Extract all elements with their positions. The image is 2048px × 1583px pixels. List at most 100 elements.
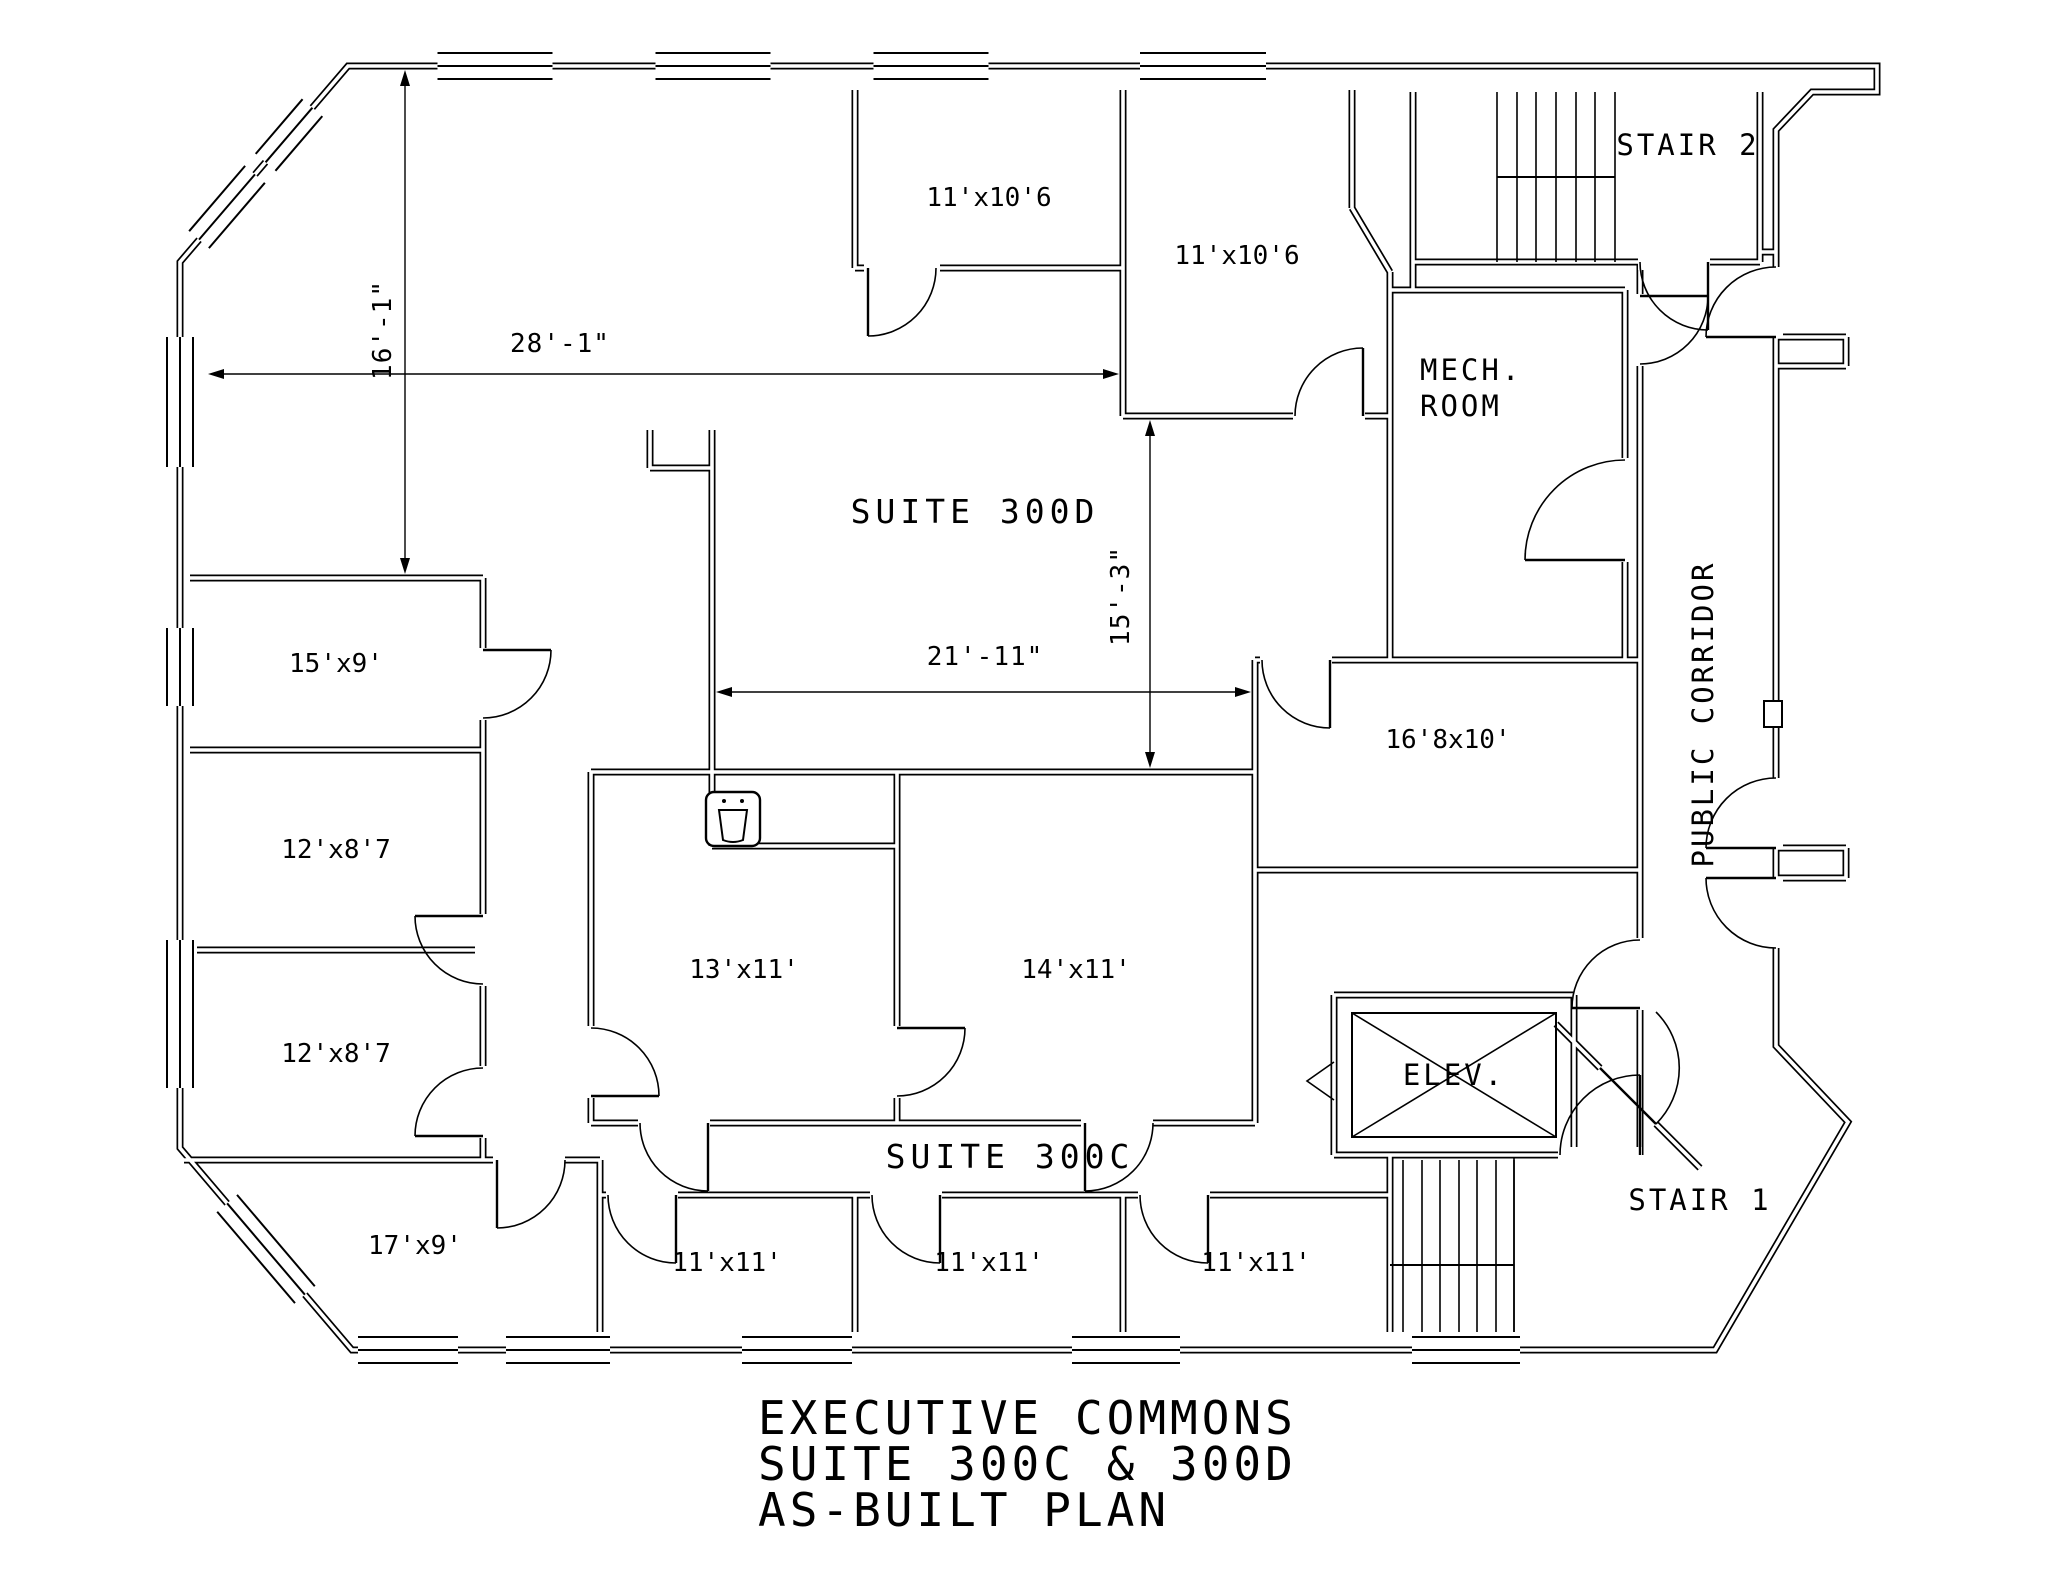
door-opening bbox=[1638, 254, 1710, 270]
window-symbol bbox=[1140, 49, 1266, 83]
door-swing-arc bbox=[1084, 1122, 1154, 1192]
door-opening bbox=[475, 1066, 491, 1138]
sink-rim bbox=[704, 790, 762, 848]
door-swing-arc bbox=[1655, 1011, 1680, 1125]
door-swing-arc bbox=[1705, 877, 1777, 949]
label-room-12x87-a: 12'x8'7 bbox=[281, 835, 391, 865]
dim-arrowhead bbox=[208, 369, 224, 379]
window-symbol bbox=[163, 337, 197, 467]
door-swing-arc bbox=[1139, 1194, 1209, 1264]
door-swing-arc bbox=[414, 1067, 484, 1137]
entry-marker bbox=[1305, 1061, 1335, 1101]
window-symbol bbox=[1412, 1333, 1520, 1367]
door-opening bbox=[606, 1187, 678, 1203]
dim-arrowhead bbox=[1145, 420, 1155, 436]
door-swing-arc bbox=[1705, 266, 1777, 338]
window-line bbox=[188, 165, 246, 232]
label-room-11x11-a: 11'x11' bbox=[672, 1248, 782, 1278]
dim-21-11: 21'-11" bbox=[927, 642, 1044, 672]
title-line-1: EXECUTIVE COMMONS bbox=[758, 1391, 1297, 1445]
doors-layer bbox=[414, 261, 1777, 1264]
window-symbol bbox=[437, 49, 553, 83]
door-opening bbox=[1558, 1147, 1642, 1163]
title-line-2: SUITE 300C & 300D bbox=[758, 1437, 1297, 1491]
dim-16-1: 16'-1" bbox=[368, 280, 398, 380]
label-room-168x10: 16'8x10' bbox=[1385, 725, 1510, 755]
door-swing-arc bbox=[1559, 1074, 1641, 1156]
door-swing-arc bbox=[1705, 777, 1777, 849]
window-symbol bbox=[655, 49, 771, 83]
label-room-13x11: 13'x11' bbox=[689, 955, 799, 985]
dim-arrowhead bbox=[1145, 752, 1155, 768]
door-opening bbox=[475, 648, 491, 720]
door-opening bbox=[889, 1026, 905, 1098]
door-swing-arc bbox=[1639, 261, 1709, 331]
door-opening bbox=[1260, 652, 1332, 668]
dim-28-1: 28'-1" bbox=[510, 329, 610, 359]
label-mech-room-line1: MECH. bbox=[1420, 353, 1522, 387]
door-opening bbox=[870, 1187, 942, 1203]
window-symbol bbox=[163, 628, 197, 706]
door-opening bbox=[864, 260, 940, 276]
door-swing-arc bbox=[414, 915, 484, 985]
window-line bbox=[236, 1194, 316, 1287]
window-line bbox=[274, 115, 324, 172]
sink-faucet-dot bbox=[722, 799, 726, 803]
label-mech-room-line2: ROOM bbox=[1420, 389, 1502, 423]
door-swing-arc bbox=[1294, 347, 1364, 417]
door-swing-arc bbox=[867, 267, 937, 337]
wall-core-white bbox=[178, 64, 1879, 1352]
title-block: EXECUTIVE COMMONS SUITE 300C & 300D AS-B… bbox=[758, 1391, 1297, 1537]
label-room-11x11-b: 11'x11' bbox=[934, 1248, 1044, 1278]
window-line bbox=[226, 1202, 306, 1296]
door-swing-arc bbox=[1261, 659, 1331, 729]
dim-arrowhead bbox=[400, 558, 410, 574]
label-suite-300c: SUITE 300C bbox=[886, 1137, 1135, 1176]
door-swing-arc bbox=[496, 1159, 566, 1229]
door-swing-arc bbox=[639, 1122, 709, 1192]
door-opening bbox=[583, 1026, 599, 1098]
door-opening bbox=[1769, 267, 1783, 337]
dim-15-3: 15'-3" bbox=[1106, 546, 1136, 646]
labels-layer: SUITE 300D SUITE 300C 11'x10'6 11'x10'6 … bbox=[281, 128, 1768, 1278]
label-elevator: ELEV. bbox=[1403, 1058, 1505, 1092]
door-opening bbox=[1138, 1187, 1210, 1203]
label-room-12x87-b: 12'x8'7 bbox=[281, 1039, 391, 1069]
stair-2-treads bbox=[1496, 92, 1616, 262]
window-symbol bbox=[163, 940, 197, 1088]
window-line bbox=[198, 173, 256, 241]
windows-layer bbox=[163, 49, 1520, 1367]
sink-faucet-dot bbox=[740, 799, 744, 803]
window-line bbox=[208, 182, 266, 249]
door-swing-arc bbox=[590, 1027, 660, 1097]
door-opening bbox=[1081, 1115, 1153, 1131]
door-swing-arc bbox=[607, 1194, 677, 1264]
label-room-14x11: 14'x11' bbox=[1021, 955, 1131, 985]
window-symbol bbox=[252, 96, 326, 174]
door-swing-arc bbox=[1571, 939, 1641, 1009]
door-opening bbox=[493, 1152, 565, 1168]
corridor-column bbox=[1763, 700, 1783, 728]
window-symbol bbox=[1072, 1333, 1180, 1367]
label-room-17x9: 17'x9' bbox=[368, 1231, 462, 1261]
door-swing-arc bbox=[482, 649, 552, 719]
door-opening bbox=[1632, 938, 1648, 1010]
dim-arrowhead bbox=[1235, 687, 1251, 697]
door-opening bbox=[1769, 878, 1783, 948]
dim-arrowhead bbox=[716, 687, 732, 697]
stair-1-treads bbox=[1390, 1158, 1515, 1332]
label-room-15x9: 15'x9' bbox=[289, 649, 383, 679]
title-line-3: AS-BUILT PLAN bbox=[758, 1483, 1170, 1537]
label-room-11x106-b: 11'x10'6 bbox=[1174, 241, 1299, 271]
window-symbol bbox=[873, 49, 989, 83]
window-line bbox=[264, 107, 314, 163]
window-symbol bbox=[506, 1333, 610, 1367]
dim-arrowhead bbox=[1103, 369, 1119, 379]
window-line bbox=[216, 1211, 296, 1304]
sink-basin bbox=[717, 809, 749, 843]
elevator-x-line bbox=[1351, 1012, 1557, 1138]
door-opening bbox=[1293, 408, 1365, 424]
label-suite-300d: SUITE 300D bbox=[851, 492, 1100, 531]
